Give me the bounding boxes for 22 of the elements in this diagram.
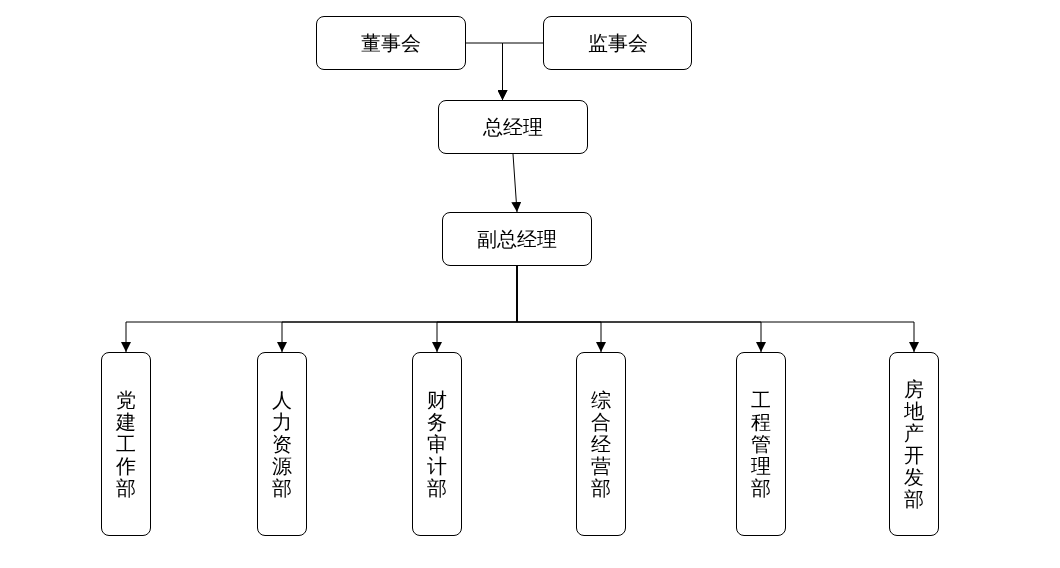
org-box [736,352,786,536]
arrow [497,42,544,101]
org-box [316,16,466,70]
arrow [511,153,522,213]
department-label: 工程管理部 [751,389,771,499]
role-label: 副总经理 [477,226,557,253]
department-label: 人力资源部 [272,389,292,499]
role-label: 董事会 [361,30,421,57]
department-label: 综合经营部 [591,389,611,499]
org-box [412,352,462,536]
org-box [576,352,626,536]
department-label: 党建工作部 [116,389,136,499]
org-box [889,352,939,536]
org-box [543,16,692,70]
department-label: 财务审计部 [427,389,447,499]
role-label: 总经理 [483,114,543,141]
org-box [101,352,151,536]
org-box [438,100,588,154]
org-box [442,212,592,266]
department-label: 房地产开发部 [904,378,924,510]
role-label: 监事会 [587,30,648,57]
org-box [257,352,307,536]
